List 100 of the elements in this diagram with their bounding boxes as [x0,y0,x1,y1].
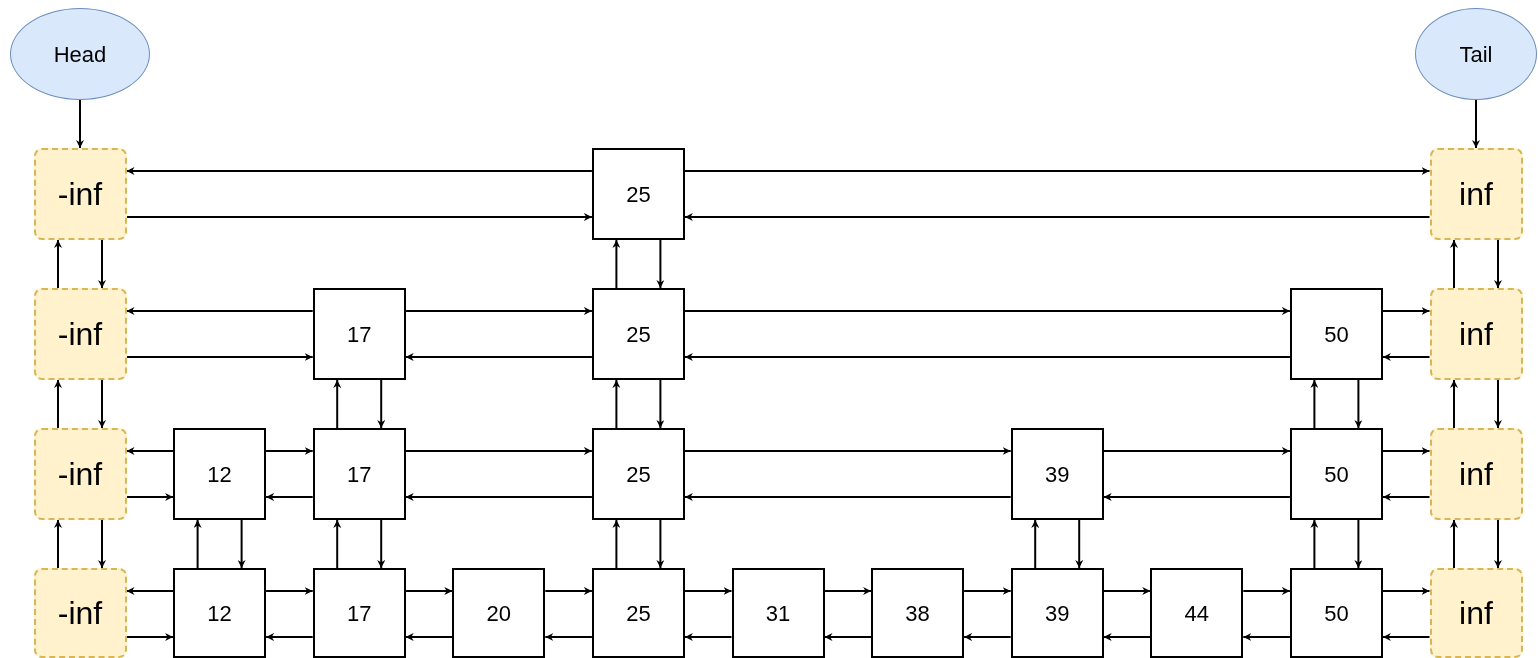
arrow [377,379,386,429]
arrow [1354,379,1363,429]
arrow [612,239,621,289]
arrow [333,519,342,569]
arrow [54,239,62,289]
node-label: -inf [57,594,103,633]
arrow [404,493,593,501]
arrow [683,447,1012,455]
sentinel-node [33,568,127,658]
list-node-box [173,428,267,520]
node-label: 20 [486,599,512,628]
node-label: 17 [346,320,372,349]
node-label: 38 [905,599,930,628]
list-node-box [1289,288,1383,380]
node-label: -inf [57,315,103,354]
arrow [683,353,1291,361]
arrow [612,519,621,569]
sentinel-node [1429,148,1523,240]
node-label: -inf [57,455,103,494]
node-label: 25 [626,320,651,349]
arrow [404,307,593,315]
list-node-box [312,568,406,658]
node-label: 39 [1044,460,1070,489]
arrow [1381,307,1431,315]
arrow [1381,447,1431,455]
arrow [125,633,175,641]
arrow [125,213,593,221]
node-label: inf [1459,455,1493,494]
arrow [1472,99,1480,149]
arrow [823,633,873,641]
list-node-box [1150,568,1244,658]
arrow [1450,379,1458,429]
arrow [1031,519,1040,569]
arrow [1494,519,1502,569]
arrow [1102,493,1291,501]
arrow [683,307,1291,315]
arrow [656,519,665,569]
arrow [125,353,314,361]
arrow [1310,519,1319,569]
arrow [963,587,1012,595]
arrow [265,447,314,455]
node-label: 44 [1184,599,1210,628]
sentinel-node [1429,568,1523,658]
arrow [125,447,175,455]
node-label: 50 [1324,599,1349,628]
arrow [1450,519,1458,569]
arrow [125,493,175,501]
arrow [683,633,733,641]
arrow [1494,379,1502,429]
list-node-box [173,568,267,658]
arrow [404,633,454,641]
node-label: Head [53,40,107,69]
list-node-box [1010,428,1104,520]
sentinel-node [1429,428,1523,520]
node-label: 50 [1324,320,1349,349]
arrow [823,587,873,595]
arrow [656,239,665,289]
arrow [1381,353,1431,361]
node-label: 25 [626,180,651,209]
node-label: 12 [207,599,232,628]
arrow [98,519,106,569]
node-label: 25 [626,460,651,489]
arrow [76,99,84,149]
arrow [1381,493,1431,501]
list-node-box [871,568,965,658]
list-node-box [591,148,685,240]
list-node-box [452,568,546,658]
arrow [1102,587,1152,595]
arrow [265,587,314,595]
sentinel-node [33,288,127,380]
arrow [1381,587,1431,595]
node-label: 39 [1044,599,1070,628]
node-label: 50 [1324,460,1349,489]
arrow [544,633,593,641]
arrow [125,307,314,315]
arrow [1381,633,1431,641]
arrow [612,379,621,429]
arrow [265,493,314,501]
arrow [1102,447,1291,455]
arrow [683,167,1431,175]
list-node-box [1010,568,1104,658]
arrow [656,379,665,429]
arrow [1310,379,1319,429]
arrow [237,519,246,569]
arrow [54,519,62,569]
arrow [1242,587,1291,595]
list-node-box [591,288,685,380]
arrow [683,213,1431,221]
list-node-box [312,428,406,520]
arrow [98,239,106,289]
arrow [404,587,454,595]
arrow [1494,239,1502,289]
node-label: 17 [346,460,372,489]
arrow [544,587,593,595]
list-node-box [312,288,406,380]
node-label: 12 [207,460,232,489]
node-label: 17 [346,599,372,628]
arrow [1354,519,1363,569]
arrow [683,493,1012,501]
node-label: inf [1459,175,1493,214]
